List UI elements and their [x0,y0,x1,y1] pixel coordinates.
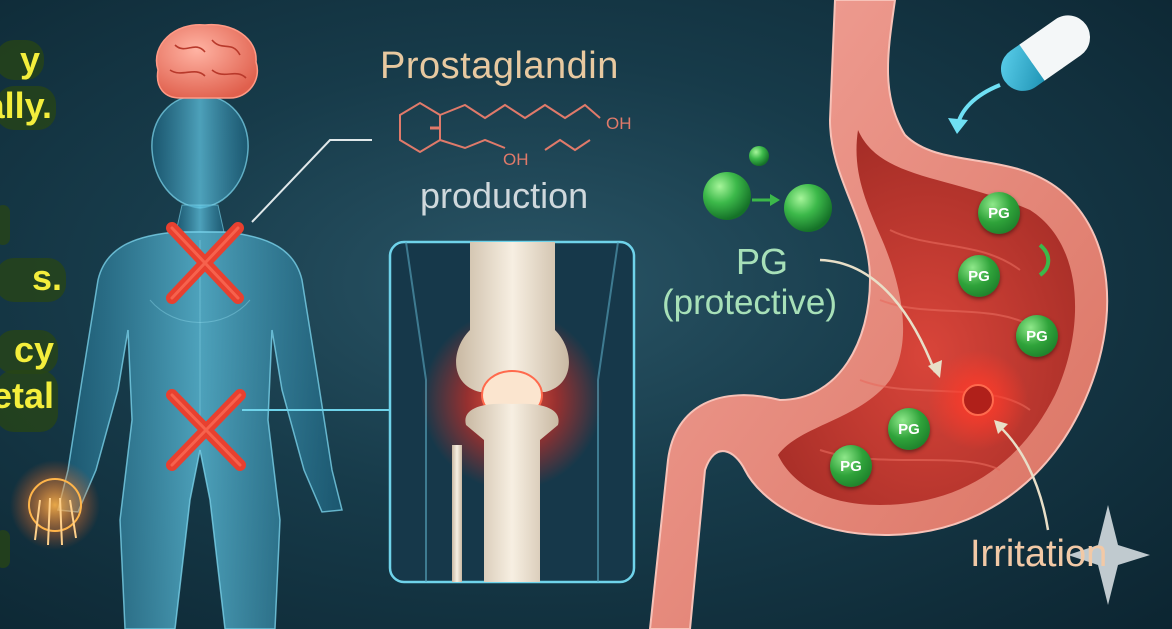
capsule-icon [992,7,1098,100]
side-text-fragment: s. [0,258,66,302]
arrow-capsule-to-stomach [948,85,1000,134]
side-text-fragment: cy [0,330,58,374]
pg-token: PG [958,255,1000,297]
pg-token: PG [830,445,872,487]
connector-line [252,140,372,222]
pg-molecule-icon [703,146,832,232]
hydroxyl-label: OH [606,115,632,132]
irritation-spot-icon [928,350,1028,450]
brain-icon [156,25,257,98]
pg-label: PG [736,244,788,280]
molecule-structure-icon [400,103,600,152]
knee-inset-panel [390,242,634,582]
protective-label: (protective) [662,285,837,320]
production-label: production [420,178,588,214]
irritation-label: Irritation [970,535,1107,573]
pg-token: PG [1016,315,1058,357]
wrist-joint-icon [10,460,100,550]
pg-token: PG [888,408,930,450]
pg-token: PG [978,192,1020,234]
side-text-fragment: etal [0,370,58,432]
prostaglandin-title: Prostaglandin [380,47,619,85]
side-text-fragment [0,530,10,568]
side-text-fragment: ally. [0,86,56,130]
hydroxyl-label: OH [503,151,529,168]
human-body-figure [58,95,342,629]
side-text-fragment [0,205,10,245]
side-text-fragment: y [0,40,44,80]
